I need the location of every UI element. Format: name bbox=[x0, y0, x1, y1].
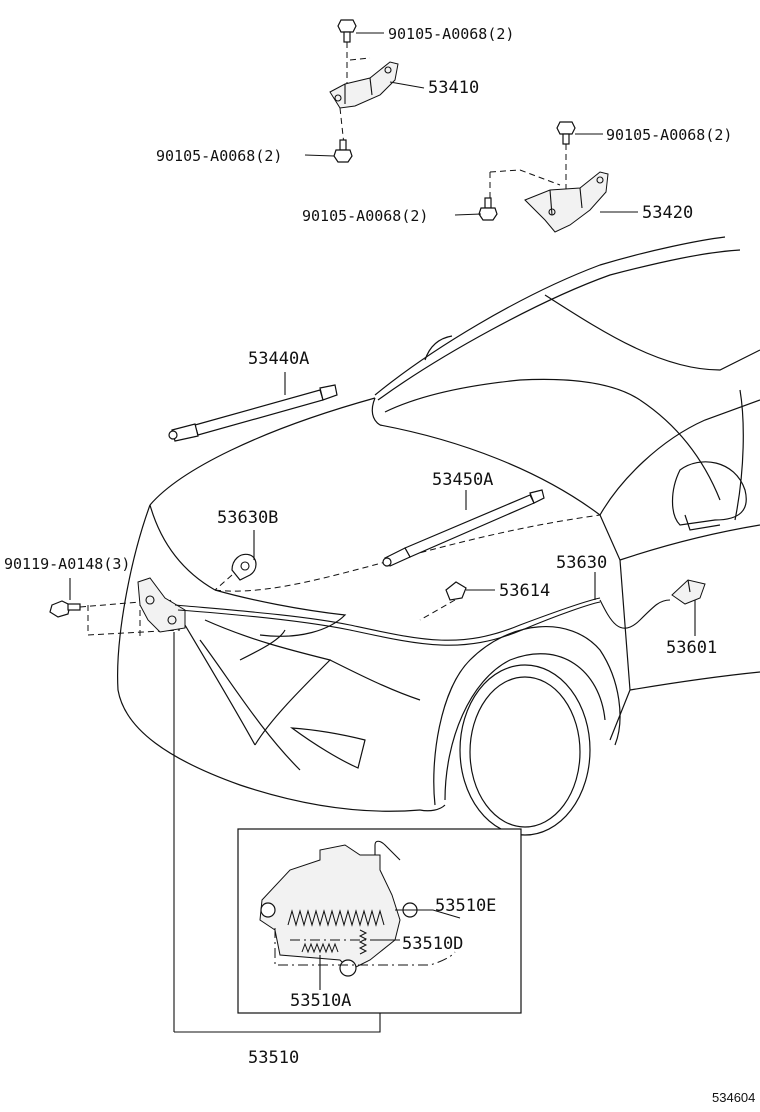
callout-bolt-lock: 90119-A0148(3) bbox=[4, 555, 130, 573]
callout-spring-e: 53510E bbox=[435, 896, 496, 916]
hex-bolt-icon bbox=[49, 600, 81, 618]
callout-bolt-top-lower: 90105-A0068(2) bbox=[156, 147, 282, 165]
callout-support-rh: 53450A bbox=[432, 470, 493, 490]
hex-bolt-icon bbox=[478, 197, 498, 221]
gas-strut-rh bbox=[382, 489, 545, 567]
callout-lock-assy: 53510 bbox=[248, 1048, 299, 1068]
hinge-lh-assembly bbox=[329, 19, 399, 163]
lock-assy-bracket bbox=[174, 1013, 381, 1033]
callout-clip: 53614 bbox=[499, 581, 550, 601]
gas-strut-icon bbox=[382, 489, 545, 567]
callout-spring-a: 53510A bbox=[290, 991, 351, 1011]
callout-support-lh: 53440A bbox=[248, 349, 309, 369]
spring-53510e bbox=[287, 909, 385, 927]
callout-lever: 53601 bbox=[666, 638, 717, 658]
hex-bolt-icon bbox=[556, 121, 576, 145]
callout-spring-d: 53510D bbox=[402, 934, 463, 954]
lock-detail-box bbox=[237, 828, 522, 1014]
release-lever-icon bbox=[671, 579, 706, 605]
spring-53510d bbox=[358, 929, 368, 955]
callout-hinge-rh: 53420 bbox=[642, 203, 693, 223]
leader-lines bbox=[69, 32, 696, 636]
hood-hinge-icon bbox=[524, 171, 609, 233]
hex-bolt-icon bbox=[333, 139, 353, 163]
spring-53510a bbox=[301, 942, 339, 954]
hood-hinge-icon bbox=[329, 61, 399, 109]
callout-bolt-right-upper: 90105-A0068(2) bbox=[606, 126, 732, 144]
callout-cable: 53630 bbox=[556, 553, 607, 573]
callout-bolt-right-lower: 90105-A0068(2) bbox=[302, 207, 428, 225]
hinge-rh-assembly bbox=[478, 121, 609, 233]
hood-lock-area bbox=[49, 577, 671, 1032]
clamp-53630b bbox=[214, 553, 257, 591]
callout-clamp: 53630B bbox=[217, 508, 278, 528]
callout-hinge-lh: 53410 bbox=[428, 78, 479, 98]
push-clip-icon bbox=[419, 581, 467, 621]
hex-bolt-icon bbox=[337, 19, 357, 43]
diagram-reference-code: 534604 bbox=[712, 1090, 755, 1105]
gas-strut-lh bbox=[168, 384, 338, 442]
callout-bolt-top-upper: 90105-A0068(2) bbox=[388, 25, 514, 43]
gas-strut-icon bbox=[168, 384, 338, 442]
